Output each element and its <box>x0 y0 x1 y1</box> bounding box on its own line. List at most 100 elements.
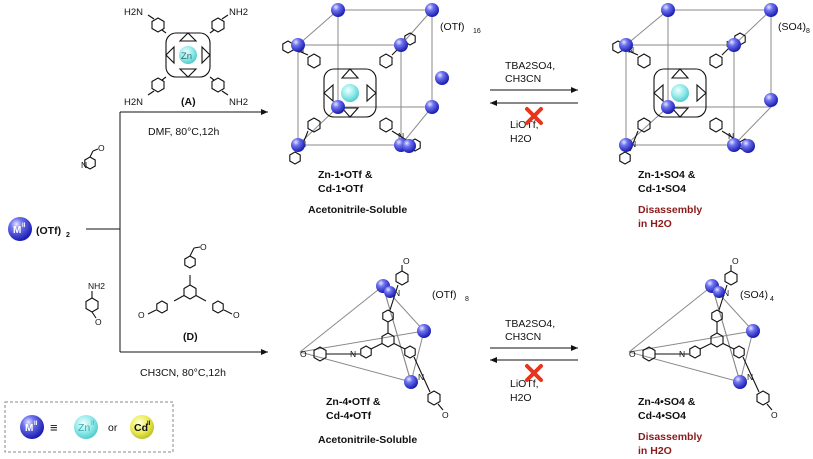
amine-top-left: H2N <box>124 7 143 18</box>
zinc-center-icon <box>179 46 197 64</box>
bottom-disassembly-2: in H2O <box>638 445 672 457</box>
trialdehyde-d-structure: O O O (D) <box>138 242 240 343</box>
top-forward-reagent-1: TBA2SO4, <box>505 60 555 72</box>
cage-4-otf-counterion: (OTf) <box>432 289 457 301</box>
legend-zn-icon <box>74 415 98 439</box>
metal-vertex-icon <box>746 324 760 338</box>
cage-4-otf-counterion-sub: 8 <box>465 296 469 303</box>
top-conditions: DMF, 80°C,12h <box>148 126 219 138</box>
bottom-disassembly: Disassembly <box>638 431 702 443</box>
product-1-counterion: (SO4) <box>778 21 806 33</box>
top-reverse-reagent-1: LiOTf, <box>510 119 539 131</box>
svg-text:O: O <box>403 256 410 266</box>
legend-cd: Cd <box>134 422 148 434</box>
bottom-reverse-reagent-1: LiOTf, <box>510 378 539 390</box>
legend-box: M II ≡ Zn II or Cd II <box>4 401 174 453</box>
metal-vertex-icon <box>291 38 305 52</box>
legend-cd-icon <box>130 415 154 439</box>
top-blocked-cross-icon <box>525 107 543 125</box>
metal-vertex-icon <box>727 38 741 52</box>
legend-or: or <box>108 422 118 434</box>
legend-zn: Zn <box>78 422 90 434</box>
svg-text:N: N <box>728 131 734 141</box>
cage-cube-otf: N N N N <box>282 3 449 165</box>
svg-text:O: O <box>629 349 636 359</box>
porphyrin-a-structure: Zn H2N NH2 H2N NH2 (A) <box>124 7 248 108</box>
metal-vertex-icon <box>727 138 741 152</box>
svg-text:N: N <box>679 349 685 359</box>
counterion: (OTf) <box>36 225 61 237</box>
product-1-name-2: Cd-1•SO4 <box>638 183 686 195</box>
product-1-counterion-sub: 8 <box>806 28 810 35</box>
product-4-counterion: (SO4) <box>740 289 768 301</box>
svg-text:N: N <box>418 372 424 382</box>
cage-4-otf-name: Zn-4•OTf & <box>326 396 381 408</box>
svg-text:II: II <box>91 421 95 427</box>
svg-text:O: O <box>138 310 145 320</box>
top-reverse-reagent-2: H2O <box>510 133 532 145</box>
metal-oxidation: II <box>22 223 26 229</box>
metal-vertex-icon <box>331 3 345 17</box>
svg-text:N: N <box>747 372 753 382</box>
svg-text:N: N <box>350 349 356 359</box>
metal-salt: M II (OTf) 2 <box>8 217 70 241</box>
cage-tetrahedron-so4: O O O N N N <box>628 256 778 420</box>
metal-vertex-icon <box>619 38 633 52</box>
bottom-solubility: Acetonitrile-Soluble <box>318 434 417 446</box>
cage-1-otf-name-2: Cd-1•OTf <box>318 183 364 195</box>
top-disassembly-2: in H2O <box>638 218 672 230</box>
product-1-name: Zn-1•SO4 & <box>638 169 696 181</box>
svg-text:N: N <box>628 45 634 55</box>
metal-sphere-icon <box>8 217 32 241</box>
pyridine-aldehyde-structure: N O <box>81 143 105 170</box>
top-disassembly: Disassembly <box>638 204 702 216</box>
product-4-counterion-sub: 4 <box>770 296 774 303</box>
metal-vertex-icon <box>764 3 778 17</box>
svg-text:O: O <box>98 143 105 153</box>
metal-vertex-icon <box>619 138 633 152</box>
metal-vertex-icon <box>713 286 725 298</box>
metal-vertex-icon <box>764 93 778 107</box>
svg-text:N: N <box>630 139 636 149</box>
svg-text:O: O <box>732 256 739 266</box>
bottom-forward-reagent-1: TBA2SO4, <box>505 318 555 330</box>
metal-vertex-icon <box>661 3 675 17</box>
metal-vertex-icon <box>425 3 439 17</box>
cage-1-otf-name: Zn-1•OTf & <box>318 169 373 181</box>
metal-vertex-icon <box>661 100 675 114</box>
svg-text:O: O <box>300 349 307 359</box>
top-solubility: Acetonitrile-Soluble <box>308 204 407 216</box>
anisidine-amine-label: NH2 <box>88 281 105 291</box>
trialdehyde-label: (D) <box>183 331 198 343</box>
cage-4-otf-name-2: Cd-4•OTf <box>326 410 372 422</box>
bottom-reverse-reagent-2: H2O <box>510 392 532 404</box>
metal-vertex-icon <box>402 139 416 153</box>
svg-text:O: O <box>771 410 778 420</box>
svg-text:N: N <box>398 131 404 141</box>
legend-metal: M <box>25 423 33 434</box>
cage-otf-counterion-sub: 16 <box>473 28 481 35</box>
cage-zn-center-icon <box>671 84 689 102</box>
svg-text:O: O <box>200 242 207 252</box>
bottom-conditions: CH3CN, 80°C,12h <box>140 367 226 379</box>
bottom-forward-reagent-2: CH3CN <box>505 331 541 343</box>
porphyrin-metal: Zn <box>181 51 192 62</box>
amine-bottom-right: NH2 <box>229 97 248 108</box>
svg-text:O: O <box>233 310 240 320</box>
product-4-name-2: Cd-4•SO4 <box>638 410 686 422</box>
metal-vertex-icon <box>291 138 305 152</box>
metal-vertex-icon <box>394 38 408 52</box>
legend-equiv: ≡ <box>50 420 58 435</box>
svg-text:O: O <box>95 317 102 327</box>
metal-vertex-icon <box>741 139 755 153</box>
svg-text:N: N <box>81 160 87 170</box>
top-forward-reagent-2: CH3CN <box>505 73 541 85</box>
svg-text:O: O <box>442 410 449 420</box>
metal-vertex-icon <box>733 375 747 389</box>
svg-text:N: N <box>723 288 729 298</box>
metal-vertex-icon <box>425 100 439 114</box>
legend-metal-oxidation: II <box>34 421 38 427</box>
cage-otf-counterion: (OTf) <box>440 21 465 33</box>
